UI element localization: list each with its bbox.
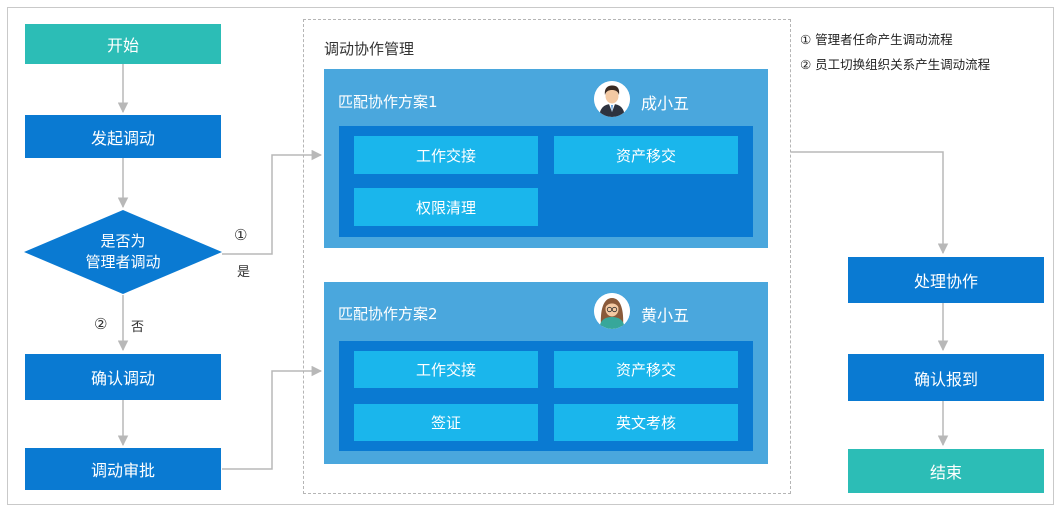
plan-2-task-english-assessment: 英文考核 [554,404,738,441]
plan-2-user: 黄小五 [641,306,690,325]
plan-2-title: 匹配协作方案2 [338,305,438,323]
plan-2: 匹配协作方案2 黄小五 工作交接 资产移交 签证 英文考核 [324,282,768,464]
approve-label: 调动审批 [90,461,155,480]
decision-label: 是否为 管理者调动 [63,231,183,273]
confirm-report-node: 确认报到 [848,354,1044,401]
process-node: 处理协作 [848,257,1044,303]
start-label: 开始 [106,36,139,55]
avatar-male-icon [594,81,630,117]
edge-label-yes: 是 [237,265,251,280]
start-node: 开始 [25,24,221,64]
confirm-label: 确认调动 [90,369,155,388]
plan-1-user: 成小五 [641,94,690,113]
plan-2-task-asset-transfer: 资产移交 [554,351,738,388]
end-label: 结束 [929,463,962,482]
plan-1-task-area: 工作交接 资产移交 权限清理 [339,126,753,237]
edge-label-no: 否 [131,320,145,335]
decision-diamond [24,210,222,294]
plan-2-task-handover: 工作交接 [354,351,538,388]
plan-1-task-asset-transfer: 资产移交 [554,136,738,174]
decision-label-line2: 管理者调动 [85,253,161,271]
plan-1-task-permission-cleanup: 权限清理 [354,188,538,226]
collaboration-group [303,19,791,494]
plan-1-task-handover: 工作交接 [354,136,538,174]
edge-marker-2: ② [94,315,108,333]
plan-1: 匹配协作方案1 成小五 工作交接 资产移交 权限清理 [324,69,768,248]
plan-2-task-visa: 签证 [354,404,538,441]
arrow-approve-plan2 [222,365,323,470]
legend-item-2: ② 员工切换组织关系产生调动流程 [800,57,991,72]
group-title: 调动协作管理 [324,40,415,58]
confirm-report-label: 确认报到 [913,369,978,389]
arrow-group-process [791,151,949,255]
legend-item-1: ① 管理者任命产生调动流程 [800,32,953,47]
confirm-node: 确认调动 [25,354,221,400]
plan-1-title: 匹配协作方案1 [338,93,438,111]
decision-label-line1: 是否为 [100,232,146,250]
initiate-node: 发起调动 [25,115,221,158]
avatar-female-icon [594,293,630,329]
process-label: 处理协作 [913,272,978,291]
plan-2-task-area: 工作交接 资产移交 签证 英文考核 [339,341,753,451]
end-node: 结束 [848,449,1044,493]
arrow-decision-plan1 [222,149,323,255]
approve-node: 调动审批 [25,448,221,490]
edge-marker-1: ① [234,226,248,244]
initiate-label: 发起调动 [90,128,155,148]
